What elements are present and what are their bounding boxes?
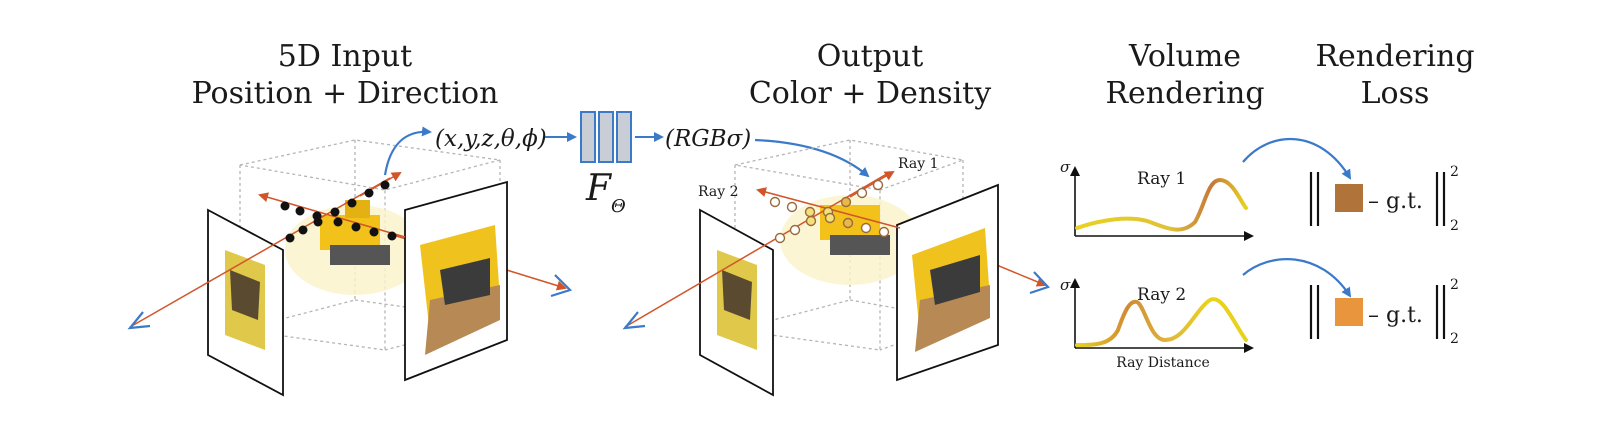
output-tuple: (RGBσ) [665, 126, 751, 152]
plot-ray1: σ Ray 1 [1060, 158, 1252, 236]
ray1-label: Ray 1 [898, 156, 938, 172]
norm-subscript: 2 [1450, 218, 1459, 234]
plot-ray2-label: Ray 2 [1137, 285, 1186, 305]
curved-arrow-icon [1243, 259, 1350, 296]
view-direction-arrowhead [625, 312, 645, 328]
input-tuple: (x,y,z,θ,ϕ) [435, 126, 547, 152]
image-plane-icon [208, 210, 283, 395]
rendered-pixel-swatch [1335, 298, 1363, 326]
norm-exponent: 2 [1450, 164, 1459, 180]
ground-truth-term: – g.t. [1368, 303, 1423, 328]
ground-truth-term: – g.t. [1368, 189, 1423, 214]
rendered-pixel-swatch [1335, 184, 1363, 212]
loss-term-ray2: – g.t. 2 2 [1311, 277, 1459, 347]
plot-ray2: σ Ray 2 Ray Distance [1060, 276, 1252, 371]
curved-arrow-icon [385, 132, 430, 175]
curved-arrow-icon [1243, 139, 1350, 178]
function-symbol: F [585, 168, 613, 209]
view-direction-arrowhead [130, 312, 150, 328]
view-direction-arrowhead [551, 275, 570, 296]
curved-arrow-icon [755, 140, 868, 176]
image-plane-icon [700, 210, 773, 395]
sigma-axis-label: σ [1060, 276, 1071, 294]
norm-exponent: 2 [1450, 277, 1459, 293]
image-plane-icon [897, 185, 998, 380]
plot-ray1-label: Ray 1 [1137, 169, 1186, 189]
input-scene [130, 132, 570, 395]
ray-line [850, 172, 893, 197]
bulldozer-icon [285, 200, 425, 295]
x-axis-label: Ray Distance [1116, 355, 1210, 371]
norm-subscript: 2 [1450, 331, 1459, 347]
output-scene: Ray 1 Ray 2 [625, 140, 1048, 395]
ray2-label: Ray 2 [698, 184, 738, 200]
network-block-icon [581, 112, 631, 162]
function-subscript: Θ [611, 196, 626, 217]
sigma-axis-label: σ [1060, 158, 1071, 176]
density-curve [1077, 299, 1246, 345]
image-plane-icon [405, 182, 507, 380]
loss-term-ray1: – g.t. 2 2 [1311, 164, 1459, 234]
